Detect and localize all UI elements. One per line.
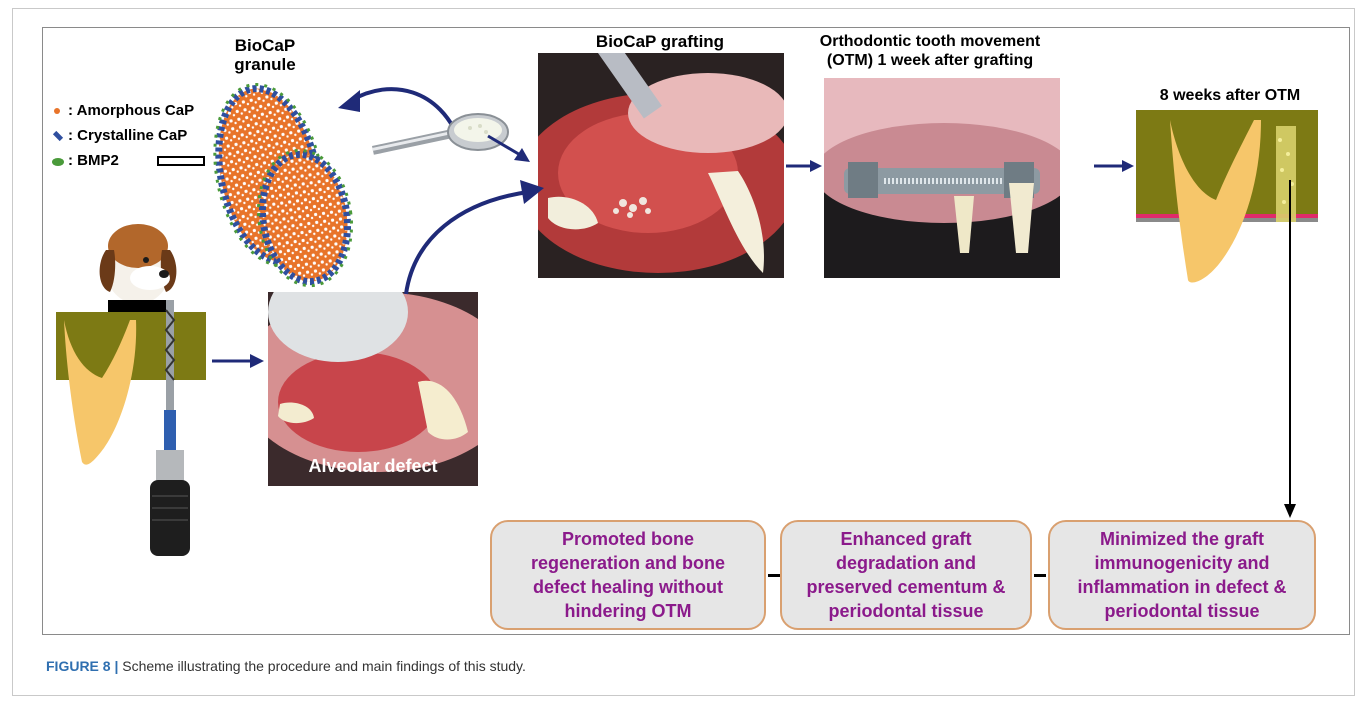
crystalline-cap-marker: [53, 131, 63, 141]
legend-bmp2: : BMP2: [68, 152, 119, 169]
amorphous-cap-marker: [54, 108, 60, 114]
otm-photo: [824, 78, 1060, 278]
arrow-to-alveolar: [212, 352, 264, 370]
arrow-alveolar-to-grafting: [400, 178, 550, 298]
grafting-title: BioCaP grafting: [535, 32, 785, 51]
arrow-spoon-to-grafting: [486, 130, 536, 170]
drill-illustration: [144, 300, 196, 556]
finding-immunogenicity: Minimized the graft immunogenicity and i…: [1048, 520, 1316, 630]
finding-connector-2: [1034, 574, 1046, 577]
finding-connector-1: [768, 574, 780, 577]
bmp2-marker: [52, 158, 64, 166]
legend-amorphous-cap: : Amorphous CaP: [68, 102, 194, 119]
finding-bone-regeneration: Promoted bone regeneration and bone defe…: [490, 520, 766, 630]
finding-graft-degradation: Enhanced graft degradation and preserved…: [780, 520, 1032, 630]
alveolar-label: Alveolar defect: [268, 456, 478, 477]
otm-title: Orthodontic tooth movement (OTM) 1 week …: [800, 32, 1060, 70]
legend: : Amorphous CaP : Crystalline CaP : BMP2: [52, 100, 222, 180]
arrow-grafting-to-otm: [786, 158, 822, 174]
granule-title: BioCaP granule: [205, 36, 325, 74]
arrow-to-findings: [1280, 180, 1300, 520]
arrow-otm-to-eight-weeks: [1094, 158, 1134, 174]
eight-weeks-title: 8 weeks after OTM: [1130, 86, 1330, 105]
legend-crystalline-cap: : Crystalline CaP: [68, 127, 187, 144]
grafting-photo: [538, 53, 784, 278]
grafting-photo-art: [538, 53, 784, 278]
scale-bar: [157, 156, 205, 166]
otm-photo-art: [824, 78, 1060, 278]
figure-caption: FIGURE 8 | Scheme illustrating the proce…: [46, 658, 526, 674]
dog-illustration: [88, 220, 188, 312]
